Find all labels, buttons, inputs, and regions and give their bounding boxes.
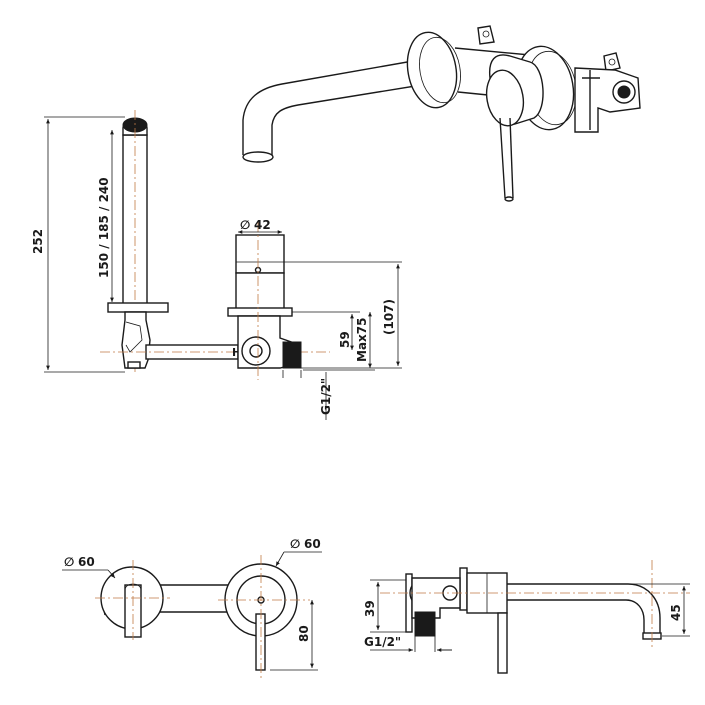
- dim-mixer-flange-diameter-symbol: ∅: [290, 537, 300, 551]
- dim-body-diameter-symbol: ∅: [240, 218, 250, 232]
- dim-plan-45: 45: [669, 604, 683, 621]
- dim-overall-height: 252: [31, 229, 45, 254]
- dim-mixer-flange-diameter: 60: [304, 537, 321, 551]
- dim-spout-flange-diameter-symbol: ∅: [64, 555, 74, 569]
- dim-depth-59: 59: [338, 331, 352, 348]
- dim-spout-flange-diameter: 60: [78, 555, 95, 569]
- dim-height-107: (107): [382, 299, 396, 335]
- plan-view: 39 45 G1/2": [363, 560, 690, 674]
- dim-inlet-thread: G1/2": [319, 378, 333, 415]
- dim-spout-lengths: 150 / 185 / 240: [97, 177, 111, 278]
- side-elevation-view: H 252 150 / 185 / 240 ∅ 42 (107): [31, 110, 402, 420]
- dim-plan-39: 39: [363, 600, 377, 617]
- dim-centre-height: 80: [297, 625, 311, 642]
- svg-text:H: H: [232, 346, 241, 359]
- dim-body-diameter: 42: [254, 218, 271, 232]
- perspective-view: [242, 25, 641, 202]
- dim-plan-inlet-thread: G1/2": [364, 635, 401, 649]
- dim-max-75: Max75: [355, 318, 369, 362]
- front-view: ∅ 60 ∅ 60 80: [62, 537, 322, 678]
